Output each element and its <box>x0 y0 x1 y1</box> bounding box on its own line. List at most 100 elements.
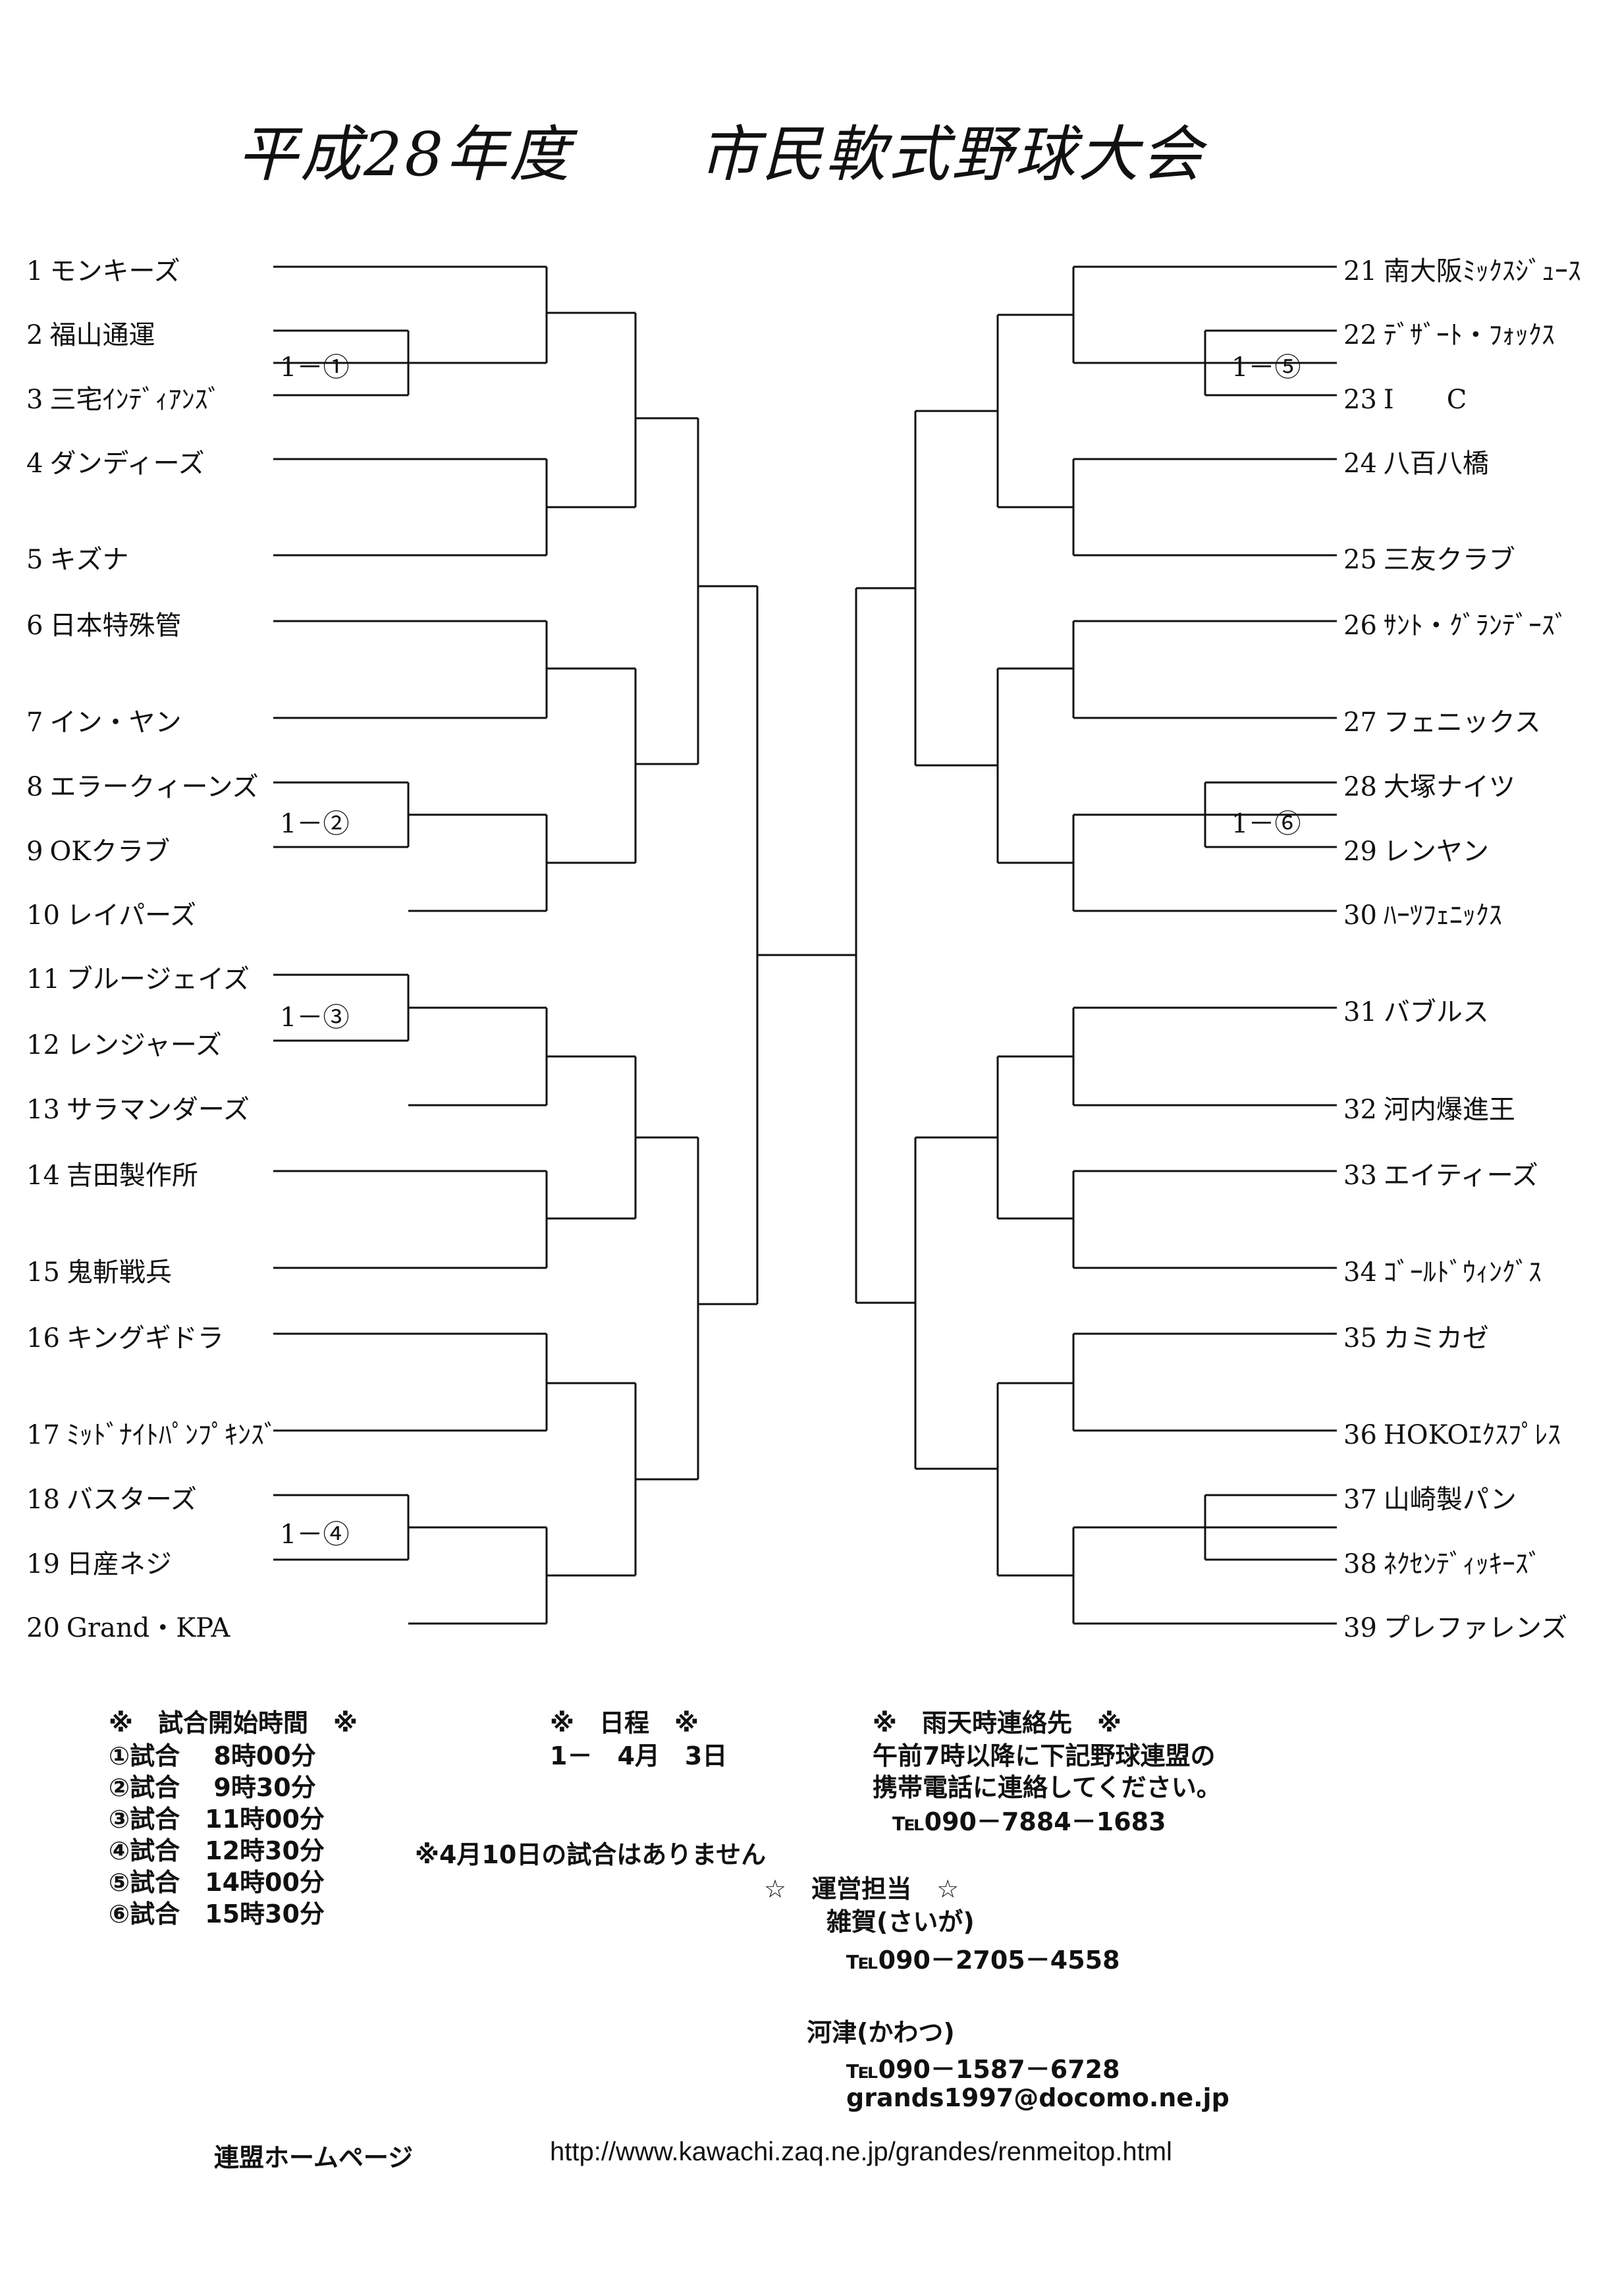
team-name: キズナ <box>49 545 129 575</box>
game-label-2: 1－② <box>280 809 350 839</box>
team-name: イン・ヤン <box>49 707 182 738</box>
game-label-4: 1－④ <box>280 1519 350 1550</box>
team-number: 31 <box>1343 997 1377 1027</box>
team-number: 24 <box>1343 449 1377 479</box>
team-number: 6 <box>26 611 43 641</box>
team-name: ﾐｯﾄﾞﾅｲﾄﾊﾟﾝﾌﾟｷﾝｽﾞ <box>66 1420 277 1450</box>
homepage-label: 連盟ホームページ <box>214 2143 414 2172</box>
team-name: OKクラブ <box>49 836 171 867</box>
team-number: 18 <box>26 1485 60 1515</box>
rain-contact-line1: 午前7時以降に下記野球連盟の <box>873 1741 1216 1770</box>
team-number: 1 <box>26 256 43 287</box>
team-number: 29 <box>1343 836 1377 867</box>
team-number: 10 <box>26 900 60 931</box>
team-name: 福山通運 <box>49 320 155 350</box>
rain-contact-heading: ※ 雨天時連絡先 ※ <box>873 1708 1121 1737</box>
game-label-3: 1－③ <box>280 1002 350 1033</box>
team-number: 37 <box>1343 1485 1377 1515</box>
team-number: 34 <box>1343 1257 1377 1288</box>
team-name: 山崎製パン <box>1383 1485 1517 1515</box>
team-number: 15 <box>26 1257 60 1288</box>
bracket-lines <box>273 265 1337 1625</box>
team-name: 三友クラブ <box>1383 545 1515 575</box>
team-name: 南大阪ﾐｯｸｽｼﾞｭｰｽ <box>1383 256 1581 287</box>
team-number: 17 <box>26 1420 60 1450</box>
staff-person-1: 雑賀(さいが) <box>826 1907 975 1936</box>
team-number: 21 <box>1343 256 1377 287</box>
start-times-heading: ※ 試合開始時間 ※ <box>109 1708 358 1737</box>
team-name: 日本特殊管 <box>49 611 182 641</box>
team-number: 35 <box>1343 1323 1377 1353</box>
team-number: 8 <box>26 772 43 802</box>
team-name: サラマンダーズ <box>66 1095 250 1125</box>
team-number: 23 <box>1343 385 1377 415</box>
team-name: ｺﾞｰﾙﾄﾞｳｨﾝｸﾞｽ <box>1383 1257 1542 1288</box>
team-name: エイティーズ <box>1383 1161 1538 1191</box>
staff-email: grands1997@docomo.ne.jp <box>846 2083 1229 2112</box>
team-name: レンジャーズ <box>66 1030 222 1060</box>
team-name: 吉田製作所 <box>66 1161 198 1191</box>
team-name: ﾈｸｾﾝﾃﾞｨｯｷｰｽﾞ <box>1383 1549 1542 1579</box>
team-number: 36 <box>1343 1420 1377 1450</box>
schedule-row: 1－ 4月 3日 <box>550 1741 728 1770</box>
team-number: 19 <box>26 1549 60 1579</box>
team-number: 2 <box>26 320 43 350</box>
team-number: 39 <box>1343 1613 1377 1643</box>
homepage-url[interactable]: http://www.kawachi.zaq.ne.jp/grandes/ren… <box>550 2137 1172 2166</box>
team-name: プレファレンズ <box>1383 1613 1568 1643</box>
team-name: ﾃﾞｻﾞｰﾄ・ﾌｫｯｸｽ <box>1383 320 1555 350</box>
team-number: 22 <box>1343 320 1377 350</box>
staff-person-2: 河津(かわつ) <box>807 2018 955 2047</box>
start-time-4: ④試合 12時30分 <box>109 1836 325 1865</box>
team-name: 八百八橋 <box>1383 449 1489 479</box>
start-time-5: ⑤試合 14時00分 <box>109 1868 325 1897</box>
team-name: 河内爆進王 <box>1383 1095 1515 1125</box>
team-name: フェニックス <box>1383 707 1541 738</box>
rain-contact-line2: 携帯電話に連絡してください。 <box>873 1773 1222 1802</box>
team-name: キングギドラ <box>66 1323 224 1353</box>
team-number: 3 <box>26 385 43 415</box>
team-name: Grand・KPA <box>66 1613 230 1643</box>
team-name: レイパーズ <box>66 900 197 931</box>
team-name: バスターズ <box>66 1485 197 1515</box>
team-number: 32 <box>1343 1095 1377 1125</box>
start-time-6: ⑥試合 15時30分 <box>109 1900 325 1928</box>
game-label-6: 1－⑥ <box>1231 809 1301 839</box>
game-label-5: 1－⑤ <box>1231 352 1301 383</box>
team-number: 30 <box>1343 900 1377 931</box>
schedule-note: ※4月10日の試合はありません <box>415 1840 767 1869</box>
team-number: 12 <box>26 1030 60 1060</box>
team-name: 日産ネジ <box>66 1549 172 1579</box>
team-number: 33 <box>1343 1161 1377 1191</box>
team-name: エラークィーンズ <box>49 772 259 802</box>
team-name: 鬼斬戦兵 <box>66 1257 172 1288</box>
team-number: 9 <box>26 836 43 867</box>
team-name: I C <box>1383 385 1467 415</box>
staff-tel-2: ℡090－1587－6728 <box>846 2055 1120 2084</box>
team-number: 38 <box>1343 1549 1377 1579</box>
